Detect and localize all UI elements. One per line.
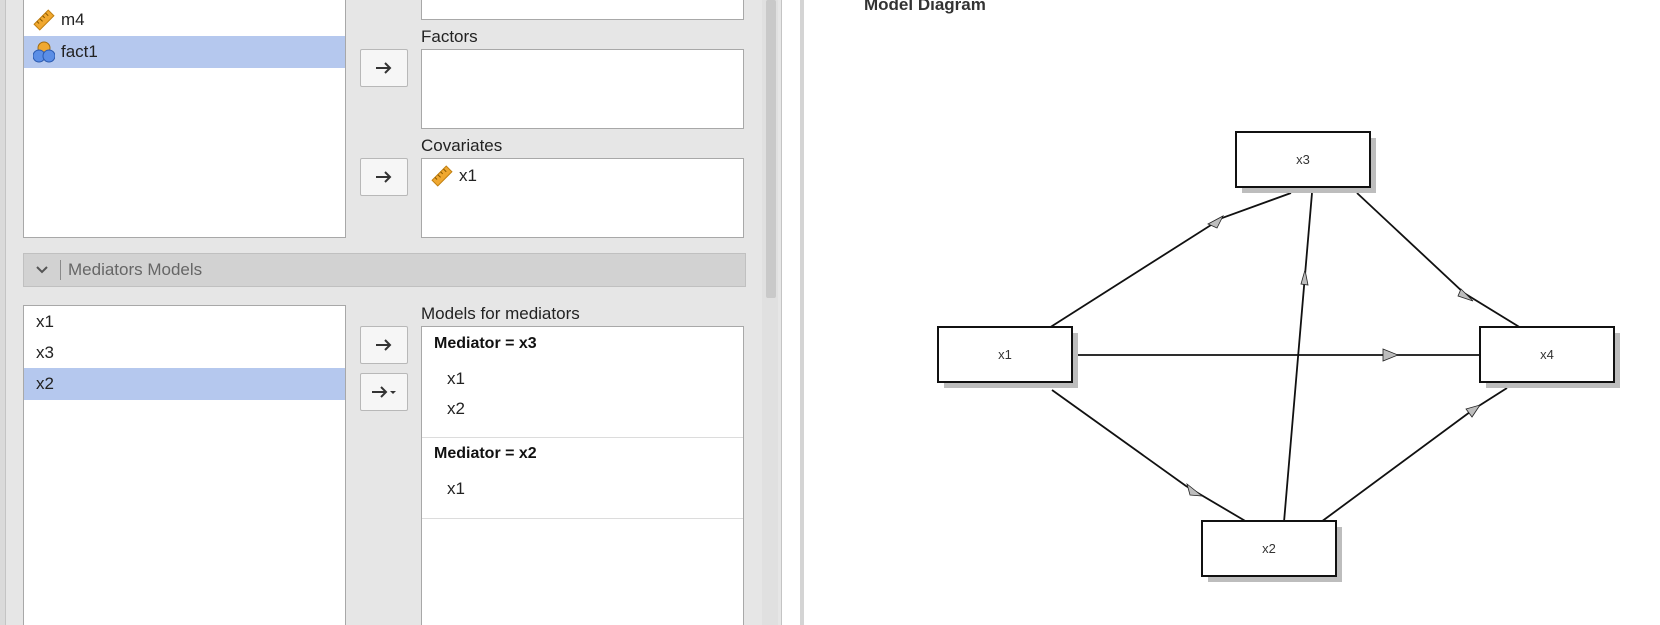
nominal-icon [33,41,55,63]
mediator-variable-label: x1 [36,312,54,331]
move-to-covariates-button[interactable] [360,158,408,196]
edge-x1-x3 [1048,192,1292,329]
mediator-term[interactable]: x1 [447,479,465,498]
svg-text:x3: x3 [1296,152,1310,167]
model-diagram: x3 x1 x4 x2 [937,131,1620,582]
scrollbar-thumb[interactable] [766,0,776,298]
svg-text:x4: x4 [1540,347,1554,362]
mediator-variables-list[interactable]: x1 x3 x2 [23,305,346,625]
covariates-box[interactable]: x1 [421,158,744,238]
edge-x3-x4 [1356,192,1522,329]
results-panel: Model Diagram x3 [804,0,1660,625]
arrow-right-dropdown-icon [372,386,396,398]
svg-text:x2: x2 [1262,541,1276,556]
edge-x1-x2 [1051,389,1248,523]
node-x4: x4 [1479,326,1620,388]
mediators-models-header[interactable]: Mediators Models [23,253,746,287]
factors-label: Factors [421,27,478,46]
arrowhead [1465,404,1481,418]
panel-splitter[interactable] [800,0,804,625]
mediators-models-title: Mediators Models [68,260,203,279]
list-item[interactable]: x3 [24,337,345,369]
covariates-label: Covariates [421,136,503,155]
mediator-term[interactable]: x1 [447,369,465,388]
arrow-right-icon [376,62,392,74]
mediator-variable-label: x3 [36,343,54,362]
covariate-label: x1 [459,166,477,185]
list-item[interactable]: x2 [24,368,345,400]
list-item[interactable]: x1 [24,306,345,338]
move-to-factors-button[interactable] [360,49,408,87]
node-x1: x1 [937,326,1078,388]
mediator-model-title: Mediator = x2 [434,445,537,462]
mediator-term[interactable]: x2 [447,399,465,418]
mediator-model-section[interactable]: Mediator = x3 x1 x2 [422,327,743,437]
arrow-right-icon [376,171,392,183]
node-x2: x2 [1201,520,1342,582]
ruler-icon [431,165,453,187]
models-for-mediators-box[interactable]: Mediator = x3 x1 x2 Mediator = x2 x1 [421,326,744,625]
variable-label: m4 [61,10,85,29]
diagram-edges [1048,192,1522,523]
mediator-variable-label: x2 [36,374,54,393]
add-interaction-dropdown-button[interactable] [360,373,408,411]
arrowhead [1300,269,1309,286]
section-divider [422,437,743,438]
variable-label: fact1 [61,42,98,61]
svg-text:x1: x1 [998,347,1012,362]
edge-x2-x3 [1283,192,1313,523]
list-item[interactable]: fact1 [24,36,345,68]
section-divider [422,518,743,519]
factors-box[interactable] [421,49,744,129]
edge-x2-x4 [1320,387,1508,523]
arrow-right-icon [376,339,392,351]
dependent-target-box[interactable] [421,0,744,20]
list-item[interactable]: x1 [422,160,743,192]
arrowhead [1207,215,1224,229]
mediator-model-section[interactable]: Mediator = x2 x1 [422,438,743,518]
ruler-icon [33,9,55,31]
panel-divider [781,0,782,625]
panel-edge [0,0,6,625]
mediator-model-title: Mediator = x3 [434,335,537,352]
chevron-down-icon [24,254,60,286]
add-to-mediator-model-button[interactable] [360,326,408,364]
variables-list[interactable]: m4 fact1 [23,0,346,238]
diagram-arrowheads [1186,215,1481,497]
arrowhead [1457,288,1474,302]
arrowhead [1186,482,1204,497]
diagram-title: Model Diagram [864,0,986,14]
node-x3: x3 [1235,131,1376,193]
header-separator [60,260,61,280]
analysis-options-panel: m4 fact1 Factors Covariates x1 [0,0,782,625]
arrowhead [1382,348,1400,362]
models-for-mediators-label: Models for mediators [421,304,580,323]
list-item[interactable]: m4 [24,4,345,36]
